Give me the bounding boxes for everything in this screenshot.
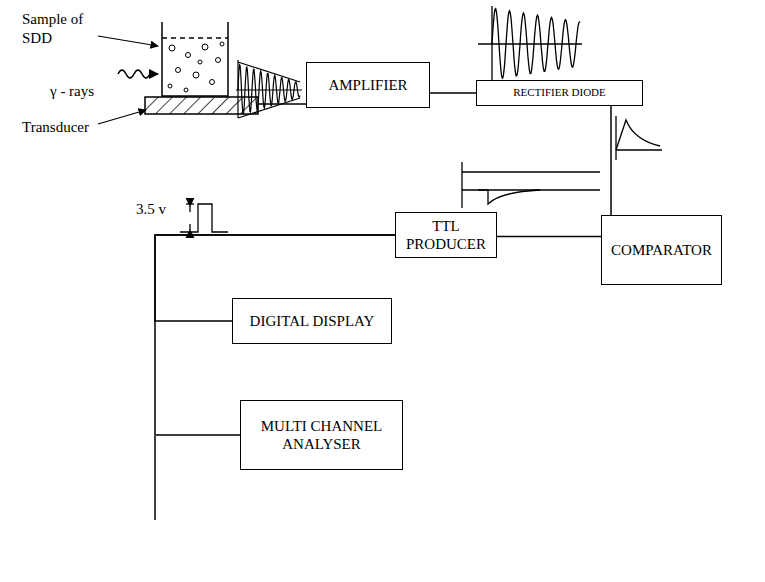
signal-wire [497, 236, 601, 238]
bubble [169, 45, 175, 51]
block-box: TTL PRODUCER [395, 212, 497, 258]
gamma-wave [118, 70, 158, 78]
bubble [210, 80, 215, 85]
waveform-amplified [478, 6, 582, 80]
beaker [162, 22, 228, 96]
bubble [184, 88, 188, 92]
bubble [220, 42, 224, 46]
signal-wire [430, 92, 476, 94]
bubbles [168, 42, 224, 92]
waveform-comparator [462, 162, 600, 208]
annotation-label: Sample of SDD [22, 10, 102, 48]
bubble [193, 72, 199, 78]
annotation-label: Transducer [22, 118, 112, 137]
bubble [168, 84, 172, 88]
waveform-decay [236, 60, 302, 118]
leader-line [98, 36, 158, 46]
block-box: AMPLIFIER [306, 62, 430, 108]
block-box: DIGITAL DISPLAY [232, 298, 392, 344]
bubble [198, 60, 202, 64]
block-label: MULTI CHANNEL ANALYSER [241, 415, 402, 455]
signal-wire [610, 106, 612, 215]
waveform-rectified [616, 116, 662, 160]
block-label: RECTIFIER DIODE [507, 84, 612, 101]
bubble [216, 58, 221, 63]
bubble [202, 44, 208, 50]
block-box: RECTIFIER DIODE [476, 80, 643, 106]
ttl-pulse [180, 204, 228, 232]
block-label: DIGITAL DISPLAY [244, 310, 381, 332]
block-box: MULTI CHANNEL ANALYSER [240, 400, 403, 470]
bubble [176, 68, 181, 73]
block-label: AMPLIFIER [322, 74, 413, 96]
annotation-label: γ - rays [50, 82, 120, 101]
transducer-plate [145, 97, 258, 114]
wire [154, 436, 156, 520]
block-box: COMPARATOR [601, 215, 722, 285]
leader-line [98, 110, 146, 124]
block-label: COMPARATOR [605, 239, 718, 261]
bubble [186, 53, 191, 58]
annotation-label: 3.5 v [136, 200, 180, 219]
block-label: TTL PRODUCER [396, 215, 496, 255]
